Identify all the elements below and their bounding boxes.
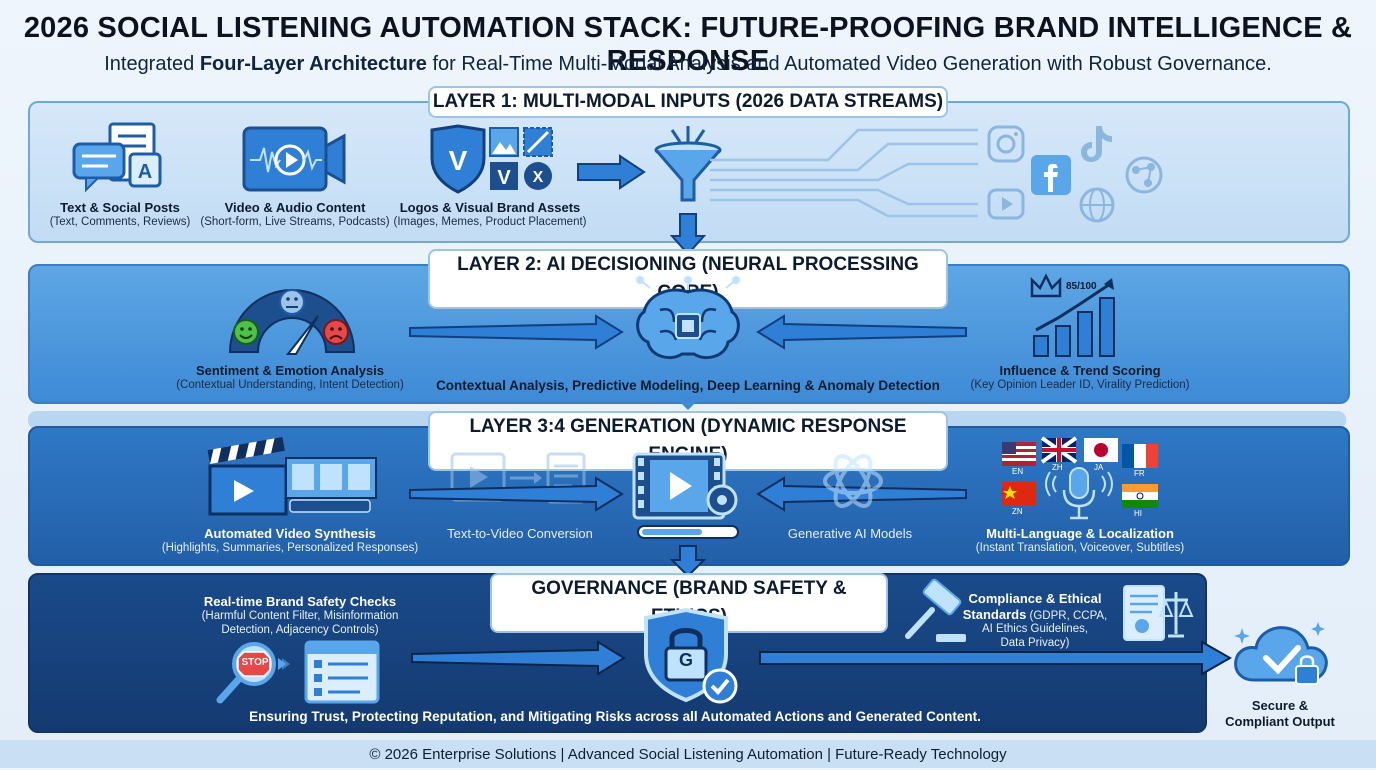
influence-sub: (Key Opinion Leader ID, Virality Predict… xyxy=(970,379,1190,391)
output-label1: Secure & xyxy=(1251,698,1309,713)
footer: © 2026 Enterprise Solutions | Advanced S… xyxy=(0,740,1376,768)
flag-code-hi: HI xyxy=(1134,509,1142,518)
governance-bottom-text: Ensuring Trust, Protecting Reputation, a… xyxy=(249,709,981,724)
svg-text:A: A xyxy=(138,161,152,183)
generative-ai-icon xyxy=(823,454,883,508)
social-network-lines xyxy=(710,128,978,218)
stop-magnifier-icon xyxy=(216,642,290,704)
arrow-right-long-icon-3 xyxy=(409,476,624,512)
legal-document-icon xyxy=(1123,585,1194,641)
flags-localization-icon xyxy=(1002,436,1158,520)
video-audio-sub: (Short-form, Live Streams, Podcasts) xyxy=(200,216,390,228)
video-engine-icon xyxy=(632,452,739,539)
gavel-icon xyxy=(905,578,966,642)
tiktok-icon xyxy=(1081,126,1112,162)
sentiment-gauge-icon xyxy=(228,289,356,355)
stop-text: STOP xyxy=(241,657,269,668)
text-posts-sub: (Text, Comments, Reviews) xyxy=(49,216,191,228)
arrow-right-gov-icon xyxy=(411,640,626,676)
svg-text:V: V xyxy=(449,145,468,176)
compliance-label2: Standards xyxy=(962,607,1027,622)
video-synthesis-sub: (Highlights, Summaries, Personalized Res… xyxy=(161,542,419,554)
influence-score: 85/100 xyxy=(1066,281,1097,292)
arrow-left-long-icon xyxy=(756,314,967,350)
brand-assets-label: Logos & Visual Brand Assets xyxy=(399,200,581,215)
sentiment-label: Sentiment & Emotion Analysis xyxy=(195,363,385,378)
brand-safety-label: Real-time Brand Safety Checks xyxy=(203,594,397,609)
flag-code-en: EN xyxy=(1012,467,1024,476)
influence-label: Influence & Trend Scoring xyxy=(999,363,1161,378)
arrow-right-output-icon xyxy=(759,640,1233,676)
clapperboard-icon xyxy=(207,437,377,516)
compliance-line2: Standards (GDPR, CCPA, xyxy=(960,607,1110,622)
text-posts-label: Text & Social Posts xyxy=(60,200,180,215)
funnel-icon xyxy=(654,126,722,202)
arrow-down-icon xyxy=(669,213,707,256)
video-synthesis-label: Automated Video Synthesis xyxy=(204,526,376,541)
shield-letter: G xyxy=(678,650,693,670)
flag-code-ja: JA xyxy=(1094,463,1104,472)
brand-assets-icon: V V X xyxy=(430,124,553,194)
subtitle-post: for Real-Time Multi-Modal Analysis and A… xyxy=(426,53,1272,75)
brain-chip-icon xyxy=(636,276,740,359)
brand-assets-sub: (Images, Memes, Product Placement) xyxy=(393,216,587,228)
layer2-center-label: Contextual Analysis, Predictive Modeling… xyxy=(436,378,940,393)
facebook-icon xyxy=(1031,155,1071,195)
secure-cloud-icon xyxy=(1234,622,1328,685)
page-title: 2026 SOCIAL LISTENING AUTOMATION STACK: … xyxy=(23,12,1353,77)
video-audio-label: Video & Audio Content xyxy=(224,200,366,215)
youtube-icon xyxy=(987,188,1025,220)
arrow-right-long-icon xyxy=(409,314,624,350)
flag-code-zh: ZH xyxy=(1052,463,1063,472)
page-subtitle: Integrated Four-Layer Architecture for R… xyxy=(0,53,1376,76)
video-audio-icon xyxy=(242,126,346,192)
localization-label: Multi-Language & Localization xyxy=(986,526,1174,541)
web-globe-icon xyxy=(1079,187,1115,223)
layer1-title: LAYER 1: MULTI-MODAL INPUTS (2026 DATA S… xyxy=(428,86,948,118)
output-label2: Compliant Output xyxy=(1225,714,1335,729)
flag-code-zn: ZN xyxy=(1012,507,1023,516)
brand-safety-sub2: Detection, Adjacency Controls) xyxy=(221,624,379,636)
subtitle-bold: Four-Layer Architecture xyxy=(199,53,427,75)
checklist-icon xyxy=(304,640,380,704)
localization-sub: (Instant Translation, Voiceover, Subtitl… xyxy=(975,542,1185,554)
svg-text:V: V xyxy=(497,167,511,189)
arrow-down-3-icon xyxy=(669,545,707,578)
generative-ai-label: Generative AI Models xyxy=(787,526,913,541)
arrow-down-small-icon xyxy=(674,396,702,410)
text-to-video-label: Text-to-Video Conversion xyxy=(447,526,593,541)
globe-network-icon xyxy=(1125,156,1163,194)
text-posts-icon: A xyxy=(72,122,162,193)
subtitle-pre: Integrated xyxy=(104,53,200,75)
brand-safety-sub1: (Harmful Content Filter, Misinformation xyxy=(201,610,399,622)
svg-text:X: X xyxy=(533,169,544,186)
compliance-label1: Compliance & Ethical xyxy=(968,591,1102,606)
compliance-sub1: (GDPR, CCPA, xyxy=(1026,610,1108,622)
arrow-right-icon xyxy=(577,154,646,190)
compliance-sub3: Data Privacy) xyxy=(1000,637,1070,649)
compliance-sub2: AI Ethics Guidelines, xyxy=(981,623,1089,635)
flag-code-fr: FR xyxy=(1134,469,1145,478)
sentiment-sub: (Contextual Understanding, Intent Detect… xyxy=(176,379,404,391)
instagram-icon xyxy=(987,125,1025,163)
trend-chart-icon xyxy=(1030,273,1115,357)
lock-shield-icon xyxy=(644,607,738,704)
